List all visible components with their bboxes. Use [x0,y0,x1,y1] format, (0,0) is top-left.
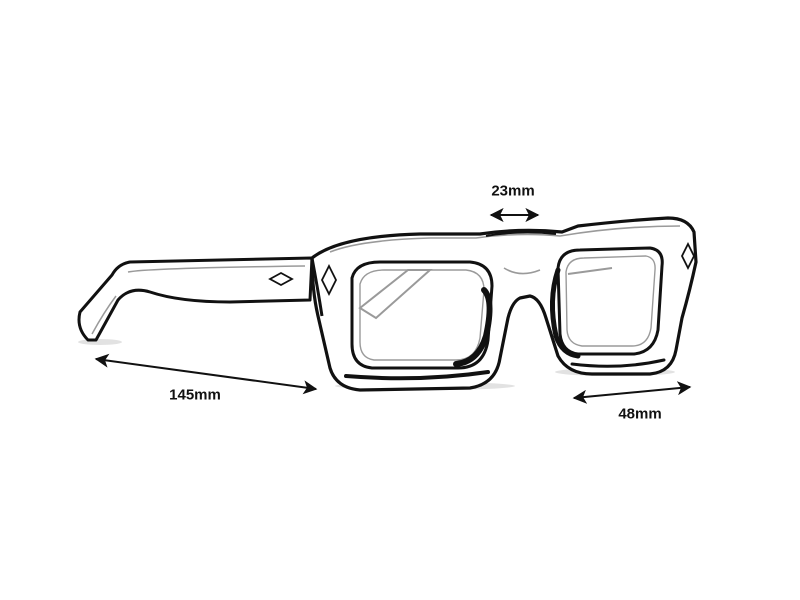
temple-rivet-icon [268,271,294,287]
temple-length-label: 145mm [169,386,221,404]
front-rivet-left-icon [320,263,338,297]
lens-width-arrow [572,381,692,404]
lens-width-label: 48mm [618,405,662,423]
front-rivet-right-icon [680,241,696,271]
temple-length-arrow [94,353,318,395]
front-frame [310,216,698,392]
right-lens [556,246,664,356]
left-lens [350,260,494,370]
bridge-width-label: 23mm [491,182,535,200]
temple-arm [77,256,314,342]
